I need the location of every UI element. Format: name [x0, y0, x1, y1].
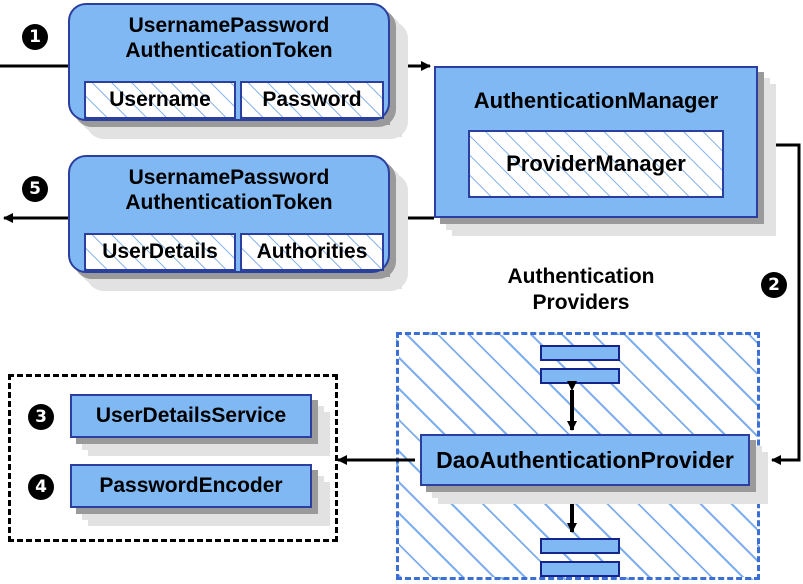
response-token-slot-userdetails[interactable]: UserDetails [84, 233, 236, 271]
request-token-title: UsernamePassword AuthenticationToken [70, 13, 388, 63]
dao-authentication-provider-box[interactable]: DaoAuthenticationProvider [420, 434, 750, 486]
response-token-slot-authorities[interactable]: Authorities [240, 233, 384, 271]
response-token-box[interactable]: UsernamePassword AuthenticationToken Use… [68, 155, 390, 273]
authentication-manager-label: AuthenticationManager [473, 88, 719, 113]
services-group-region [8, 374, 338, 542]
request-token-title-line2: AuthenticationToken [125, 39, 333, 62]
response-token-slot-userdetails-label: UserDetails [102, 240, 218, 263]
user-details-service-box[interactable]: UserDetailsService [70, 394, 312, 438]
step-badge-4-number: 4 [35, 476, 47, 497]
provider-bar-bottom-1[interactable] [540, 538, 620, 554]
response-token-slot-authorities-label: Authorities [256, 240, 368, 263]
step-badge-3-number: 3 [35, 406, 47, 427]
request-token-slot-password-label: Password [262, 88, 362, 111]
request-token-slot-username[interactable]: Username [84, 81, 236, 119]
request-token-box[interactable]: UsernamePassword AuthenticationToken Use… [68, 3, 390, 121]
response-token-title-line2: AuthenticationToken [125, 191, 333, 214]
providers-caption-line2: Providers [532, 291, 630, 314]
authentication-manager-box[interactable]: AuthenticationManager ProviderManager [434, 66, 758, 218]
authentication-providers-caption: Authentication Providers [466, 264, 696, 316]
dao-authentication-provider-label: DaoAuthenticationProvider [436, 446, 734, 473]
response-token-title: UsernamePassword AuthenticationToken [70, 165, 388, 215]
step-badge-1: 1 [22, 24, 48, 50]
step-badge-3: 3 [28, 404, 54, 430]
request-token-slot-username-label: Username [109, 88, 211, 111]
password-encoder-label: PasswordEncoder [99, 474, 283, 497]
provider-manager-box[interactable]: ProviderManager [468, 130, 724, 198]
request-token-title-line1: UsernamePassword [128, 14, 330, 37]
user-details-service-label: UserDetailsService [95, 404, 287, 427]
provider-bar-top-1[interactable] [540, 345, 620, 361]
provider-bar-bottom-2[interactable] [540, 561, 620, 577]
provider-manager-label: ProviderManager [506, 151, 686, 176]
step-badge-1-number: 1 [29, 26, 41, 47]
arrow-manager-to-provider [758, 143, 801, 465]
provider-bar-top-2[interactable] [540, 368, 620, 384]
step-badge-2-number: 2 [768, 274, 780, 295]
password-encoder-box[interactable]: PasswordEncoder [70, 464, 312, 508]
step-badge-4: 4 [28, 474, 54, 500]
step-badge-5: 5 [22, 176, 48, 202]
response-token-title-line1: UsernamePassword [128, 166, 330, 189]
step-badge-5-number: 5 [29, 178, 41, 199]
request-token-slot-password[interactable]: Password [240, 81, 384, 119]
providers-caption-line1: Authentication [507, 265, 655, 288]
step-badge-2: 2 [761, 272, 787, 298]
